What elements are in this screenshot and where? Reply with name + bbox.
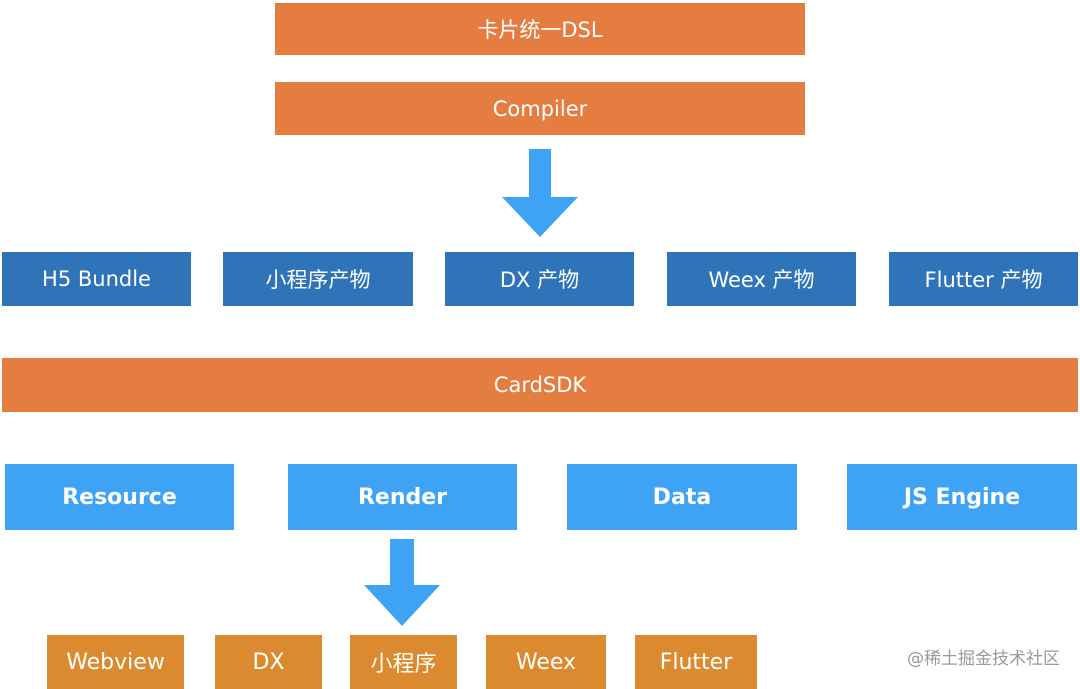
artifact-flutter: Flutter 产物 — [889, 252, 1078, 306]
artifact-dx: DX 产物 — [445, 252, 634, 306]
artifact-miniprogram: 小程序产物 — [223, 252, 413, 306]
target-webview: Webview — [47, 635, 184, 689]
cardsdk-box: CardSDK — [2, 358, 1078, 412]
module-label: JS Engine — [903, 484, 1021, 510]
target-label: DX — [252, 649, 285, 675]
dsl-box: 卡片统一DSL — [275, 3, 805, 55]
compiler-label: Compiler — [492, 96, 588, 121]
artifact-label: Weex 产物 — [708, 268, 815, 292]
cardsdk-label: CardSDK — [493, 373, 587, 397]
target-label: 小程序 — [370, 652, 437, 677]
target-flutter: Flutter — [635, 635, 757, 689]
target-label: Webview — [66, 649, 165, 675]
module-resource: Resource — [5, 464, 234, 530]
target-dx: DX — [215, 635, 322, 689]
dsl-label: 卡片统一DSL — [477, 18, 603, 42]
artifact-label: DX 产物 — [499, 268, 580, 292]
watermark: @稀土掘金技术社区 — [907, 649, 1060, 669]
target-miniprogram: 小程序 — [350, 635, 457, 689]
artifact-label: 小程序产物 — [265, 268, 371, 292]
target-label: Flutter — [659, 649, 733, 675]
down-arrow-icon — [502, 149, 578, 237]
module-js-engine: JS Engine — [847, 464, 1077, 530]
module-data: Data — [567, 464, 797, 530]
module-label: Render — [357, 484, 448, 510]
module-label: Resource — [62, 484, 177, 510]
target-label: Weex — [515, 649, 577, 675]
artifact-label: Flutter 产物 — [924, 268, 1043, 292]
artifact-label: H5 Bundle — [42, 267, 151, 291]
down-arrow-icon — [364, 539, 440, 626]
artifact-weex: Weex 产物 — [667, 252, 856, 306]
target-weex: Weex — [486, 635, 606, 689]
module-render: Render — [288, 464, 517, 530]
module-label: Data — [652, 484, 712, 510]
compiler-box: Compiler — [275, 82, 805, 135]
artifact-h5-bundle: H5 Bundle — [2, 252, 191, 306]
